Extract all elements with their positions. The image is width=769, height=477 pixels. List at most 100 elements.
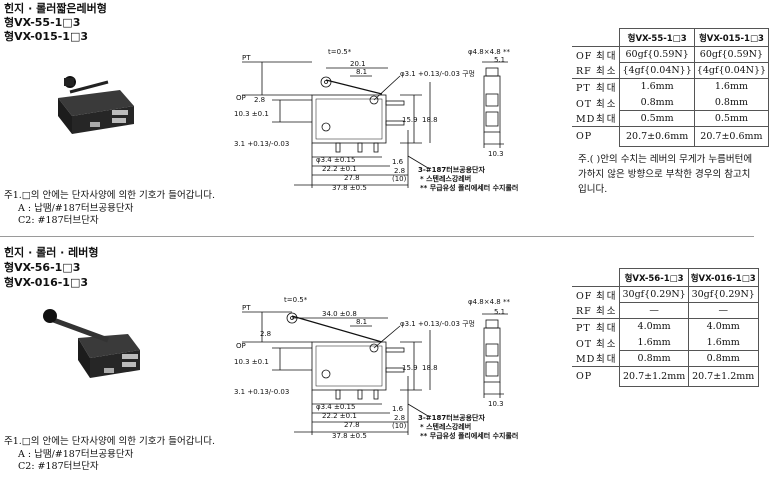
- dim-8-1: 8.1: [356, 318, 367, 326]
- stainless-lever-label: * 스텐레스강레버: [420, 422, 471, 431]
- table2-row-label: OP: [572, 366, 621, 387]
- section1-dimension-drawing: PT OP t=0.5* 20.1 8.1 φ3.1 +0.13/-0.03 구…: [234, 48, 518, 192]
- dim-2-8b: 2.8: [394, 414, 405, 422]
- section2-title: 힌지 · 롤러 · 레버형: [4, 246, 99, 259]
- dim-3-4: φ3.4 ±0.15: [316, 403, 355, 411]
- dim-27-8: 27.8: [344, 421, 360, 429]
- dim-pt: PT: [242, 54, 251, 62]
- table2-cell: 20.7±1.2mm: [687, 366, 759, 387]
- table1-cell: 20.7±0.6mm: [693, 126, 769, 147]
- section2-note-2: A : 납땜/#187터브공용단자: [18, 449, 134, 460]
- dim-5-1: 5.1: [494, 56, 505, 64]
- section2-dimension-drawing: PT OP t=0.5* 34.0 ±0.8 8.1 φ3.1 +0.13/-0…: [234, 296, 518, 440]
- section2-note-3: C2: #187터브단자: [18, 461, 99, 472]
- table2-row-label: MD최대: [572, 350, 621, 367]
- table1-cell: 60gf{0.59N}: [693, 46, 769, 63]
- table1-cell: {4gf{0.04N}}: [693, 62, 769, 79]
- dim-27-8: 27.8: [344, 174, 360, 182]
- table1-cell: 0.8mm: [693, 94, 769, 111]
- dim-3-1: 3.1 +0.13/-0.03: [234, 140, 289, 148]
- dim-10-3: 10.3 ±0.1: [234, 358, 269, 366]
- table1-cell: 0.5mm: [619, 110, 695, 127]
- section-divider: [0, 236, 754, 237]
- table2-cell: 30gf{0.29N}: [687, 286, 759, 303]
- dim-2-8: 2.8: [260, 330, 271, 338]
- table1-cell: 1.6mm: [619, 78, 695, 95]
- terminal-label: 3-#187터브공용단자: [418, 413, 485, 422]
- table2-cell: —: [687, 302, 759, 319]
- table2-col-2: 형VX-016-1□3: [687, 268, 759, 287]
- dim-1-6: 1.6: [392, 158, 404, 166]
- dim-10: (10): [392, 422, 407, 430]
- dim-10: (10): [392, 175, 407, 183]
- section1-title: 힌지 · 롤러짧은레버형: [4, 2, 107, 15]
- table1-cell: {4gf{0.04N}}: [619, 62, 695, 79]
- roller-material-label: ** 무급유성 폴리에세터 수지롤러: [420, 183, 518, 192]
- table2-cell: 4.0mm: [619, 318, 689, 335]
- dim-hole: φ3.1 +0.13/-0.03 구멍: [400, 69, 475, 78]
- dim-pt: PT: [242, 304, 251, 312]
- table1-col-1: 형VX-55-1□3: [619, 28, 695, 47]
- dim-10-3b: 10.3: [488, 400, 504, 408]
- table2-cell: 0.8mm: [687, 350, 759, 367]
- dim-t: t=0.5*: [328, 48, 352, 56]
- table2-col-1: 형VX-56-1□3: [619, 268, 689, 287]
- dim-20-1: 20.1: [350, 60, 366, 68]
- section1-model-1: 형VX-55-1□3: [4, 16, 81, 29]
- dim-10-3: 10.3 ±0.1: [234, 110, 269, 118]
- roller-material-label: ** 무급유성 폴리에세터 수지롤러: [420, 431, 518, 440]
- dim-22-2: 22.2 ±0.1: [322, 165, 357, 173]
- table2-cell: 1.6mm: [687, 334, 759, 351]
- dim-37-8: 37.8 ±0.5: [332, 184, 367, 192]
- table1-footnote: 주.( )안의 수치는 레버의 무게가 누름버턴에 가하지 않은 방향으로 부착…: [578, 154, 753, 195]
- section1-note-2: A : 납땜/#187터브공용단자: [18, 203, 134, 214]
- table1-row-label: MD최대: [572, 110, 621, 127]
- dim-10-3b: 10.3: [488, 150, 504, 158]
- dim-roller: φ4.8×4.8 **: [468, 298, 510, 306]
- dim-1-6: 1.6: [392, 405, 404, 413]
- dim-2-8b: 2.8: [394, 167, 405, 175]
- table1-cell: 60gf{0.59N}: [619, 46, 695, 63]
- dim-15-9: 15.9: [402, 364, 418, 372]
- dim-op: OP: [236, 342, 246, 350]
- dim-18-8: 18.8: [422, 364, 438, 372]
- table1-cell: 1.6mm: [693, 78, 769, 95]
- dim-8-1: 8.1: [356, 68, 367, 76]
- dim-15-9: 15.9: [402, 116, 418, 124]
- table1-cell: 0.8mm: [619, 94, 695, 111]
- table1-col-2: 형VX-015-1□3: [693, 28, 769, 47]
- dim-5-1: 5.1: [494, 308, 505, 316]
- product-photo-short-lever: [58, 76, 134, 134]
- dim-3-1: 3.1 +0.13/-0.03: [234, 388, 289, 396]
- section1-model-2: 형VX-015-1□3: [4, 30, 89, 43]
- table2-cell: 0.8mm: [619, 350, 689, 367]
- dim-37-8: 37.8 ±0.5: [332, 432, 367, 440]
- dim-2-8: 2.8: [254, 96, 265, 104]
- terminal-label: 3-#187터브공용단자: [418, 165, 485, 174]
- dim-t: t=0.5*: [284, 296, 308, 304]
- dim-op: OP: [236, 94, 246, 102]
- table2-cell: 4.0mm: [687, 318, 759, 335]
- dim-3-4: φ3.4 ±0.15: [316, 156, 355, 164]
- section2-note-1: 주1.□의 안에는 단자사양에 의한 기호가 들어갑니다.: [4, 436, 215, 447]
- section1-note-1: 주1.□의 안에는 단자사양에 의한 기호가 들어갑니다.: [4, 190, 215, 201]
- table2-cell: 30gf{0.29N}: [619, 286, 689, 303]
- table2-cell: 1.6mm: [619, 334, 689, 351]
- section1-note-3: C2: #187터브단자: [18, 215, 99, 226]
- section2-model-2: 형VX-016-1□3: [4, 276, 89, 289]
- stainless-lever-label: * 스텐레스강레버: [420, 174, 471, 183]
- table2-cell: 20.7±1.2mm: [619, 366, 689, 387]
- table2-cell: —: [619, 302, 689, 319]
- table1-cell: 20.7±0.6mm: [619, 126, 695, 147]
- table1-cell: 0.5mm: [693, 110, 769, 127]
- dim-roller: φ4.8×4.8 **: [468, 48, 510, 56]
